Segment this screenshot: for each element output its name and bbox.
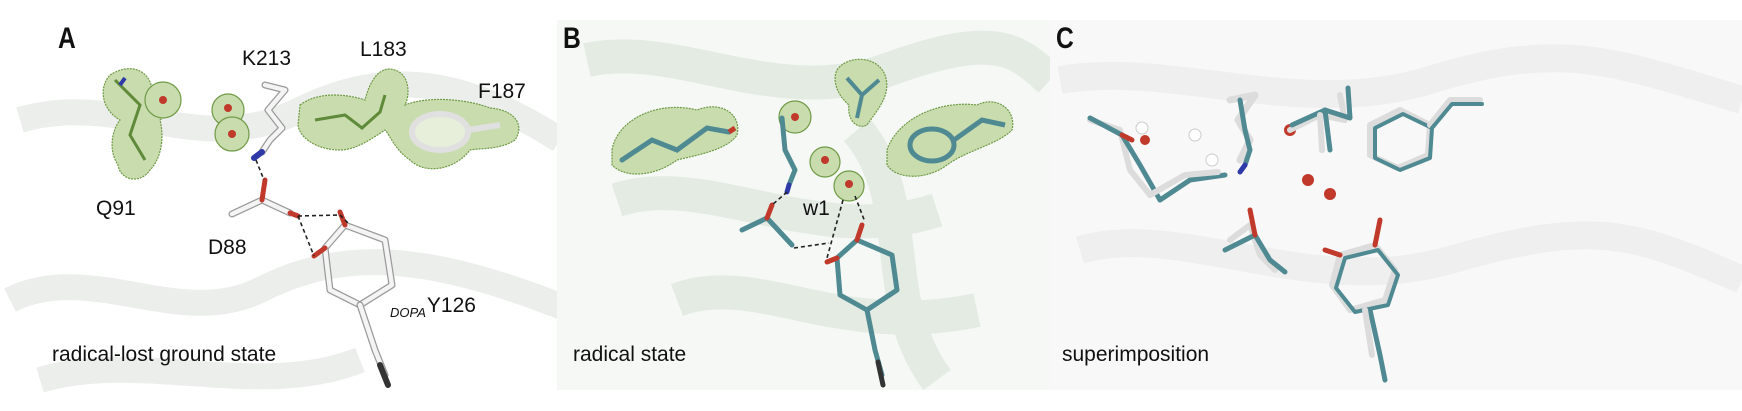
panel-b: B w1 radical state	[557, 0, 1050, 411]
hydrogen-bonds-a	[255, 159, 351, 257]
l183-overlay	[1287, 85, 1353, 153]
panel-a-caption: radical-lost ground state	[52, 343, 277, 366]
panel-b-structure	[557, 20, 1050, 391]
water-label-w1: w1	[803, 197, 830, 220]
residue-label-y126: DOPAY126	[390, 294, 476, 320]
q91-overlay	[1087, 115, 1228, 203]
k213-overlay	[1226, 91, 1259, 175]
y126-stick-b	[824, 222, 900, 388]
panel-letter-b: B	[563, 22, 581, 55]
d88-stick-b	[739, 202, 795, 248]
protein-ribbon-background	[1057, 44, 1742, 293]
hydrogen-bonds-b	[771, 191, 866, 259]
panel-b-caption: radical state	[573, 343, 687, 366]
residue-label-k213: K213	[242, 47, 292, 70]
panel-a-structure	[4, 68, 575, 393]
residue-label-y126-prefix: DOPA	[390, 305, 426, 320]
residue-label-f187: F187	[478, 80, 526, 103]
k213-stick-b	[779, 115, 798, 195]
panel-letter-c: C	[1056, 22, 1074, 55]
residue-label-q91: Q91	[96, 197, 136, 220]
residue-label-y126-main: Y126	[426, 294, 476, 317]
k213-stick	[251, 81, 289, 161]
panel-c-structure	[1050, 20, 1742, 390]
residue-label-l183: L183	[360, 38, 407, 61]
panel-c-caption: superimposition	[1062, 343, 1210, 366]
q91-density-blob-b	[611, 106, 739, 175]
d88-overlay	[1222, 207, 1288, 275]
y126-stick	[311, 209, 396, 388]
l183-density-blob-b	[834, 58, 888, 127]
f187-density-blob-b	[886, 101, 1014, 177]
panel-c: C superimposition	[1050, 0, 1742, 411]
water-density-a	[144, 81, 250, 152]
y126-overlay	[1322, 217, 1400, 383]
l183-f187-density-blob	[297, 68, 520, 170]
residue-label-d88: D88	[208, 236, 247, 259]
panel-a: A K213 L183 F187 Q91 D88 DOPAY126 radica…	[0, 0, 575, 411]
f187-overlay	[1367, 97, 1484, 172]
d88-stick	[228, 177, 301, 219]
water-density-b	[778, 100, 865, 202]
panel-letter-a: A	[58, 22, 76, 55]
